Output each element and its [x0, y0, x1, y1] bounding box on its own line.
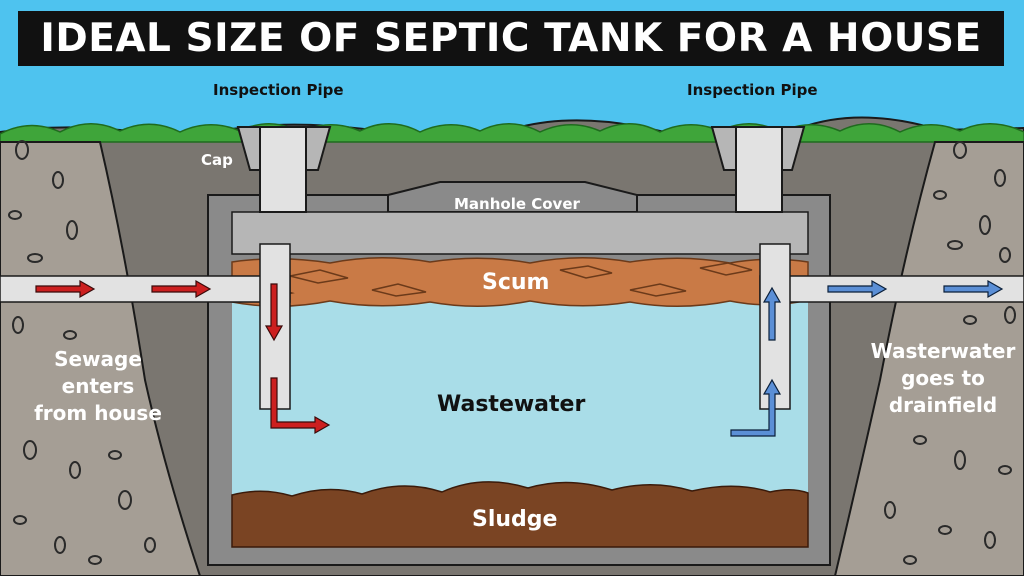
wastewater-label: Wastewater — [437, 392, 586, 417]
cap-label: Cap — [201, 151, 233, 169]
drainfield-line-2: goes to — [901, 366, 985, 390]
sludge-label: Sludge — [472, 507, 558, 532]
grass-icon — [0, 123, 1024, 143]
scum-label: Scum — [482, 270, 550, 295]
inflow-arrow-icon — [35, 279, 331, 435]
sewage-enters-label: Sewage enters from house — [18, 346, 178, 427]
inspection-pipe-right — [710, 126, 806, 213]
gravel-right — [833, 141, 1024, 576]
tank-lid — [231, 211, 809, 255]
inspection-pipe-left-label: Inspection Pipe — [213, 81, 344, 99]
title-bar: IDEAL SIZE OF SEPTIC TANK FOR A HOUSE — [18, 11, 1004, 66]
drainfield-line-3: drainfield — [888, 393, 998, 417]
gravel-left — [0, 141, 202, 576]
drainfield-line-1: Wasterwater — [870, 339, 1016, 363]
stone-icon — [8, 140, 1016, 565]
sewage-line-2: enters — [61, 374, 135, 398]
page-title: IDEAL SIZE OF SEPTIC TANK FOR A HOUSE — [40, 16, 982, 61]
outflow-arrow-icon — [730, 279, 1004, 437]
sludge-layer — [231, 481, 809, 548]
drainfield-label: Wasterwater goes to drainfield — [862, 338, 1024, 419]
outlet-baffle — [759, 243, 791, 410]
sewage-line-3: from house — [34, 401, 162, 425]
inspection-pipe-right-label: Inspection Pipe — [687, 81, 818, 99]
sewage-line-1: Sewage — [54, 347, 142, 371]
manhole-cover-label: Manhole Cover — [454, 195, 580, 213]
inspection-pipe-left — [236, 126, 332, 213]
